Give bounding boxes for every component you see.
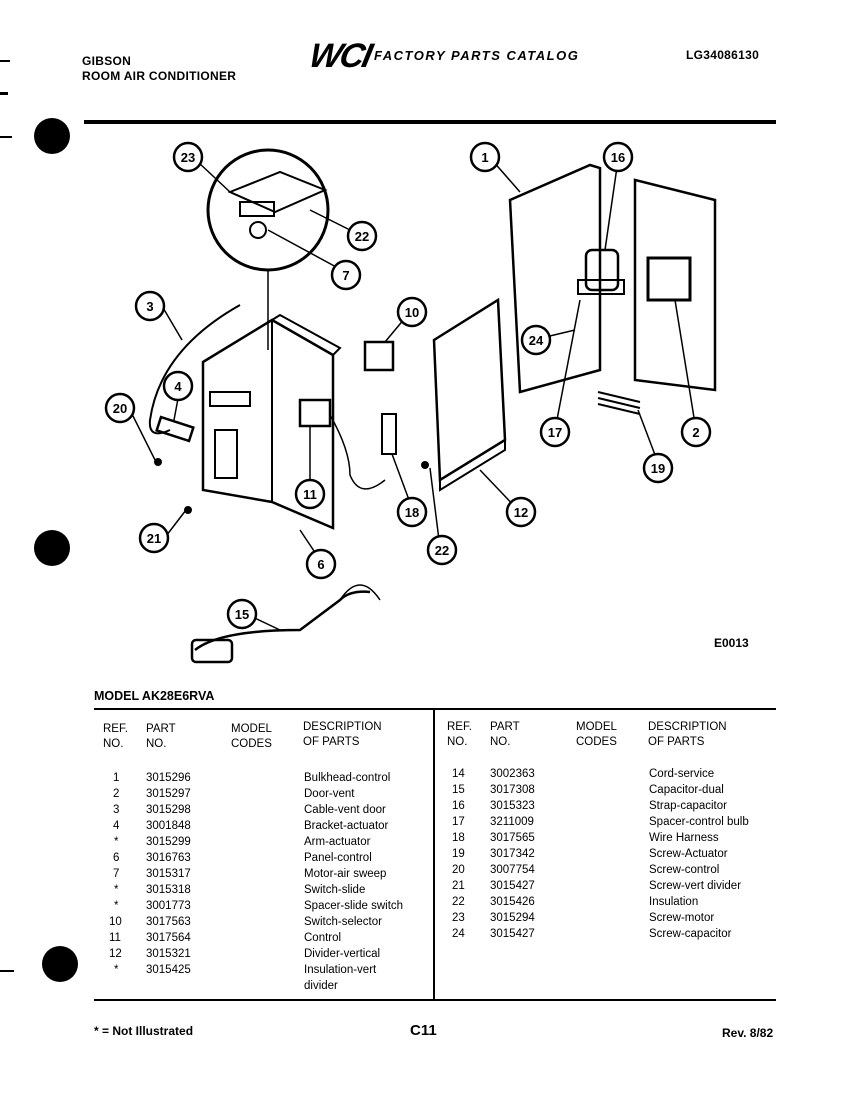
scan-mark bbox=[0, 60, 10, 62]
callout-4: 4 bbox=[174, 379, 182, 394]
callout-24: 24 bbox=[529, 333, 544, 348]
diagram-code: E0013 bbox=[714, 636, 749, 650]
vertical-divider bbox=[432, 297, 507, 483]
callout-20: 21 bbox=[147, 531, 161, 546]
header-ref-left: REF.NO. bbox=[103, 723, 128, 750]
exploded-parts-diagram: 23 22 7 3 4 20 21 6 11 10 18 22 12 1 16 … bbox=[104, 141, 717, 664]
callout-21: 22 bbox=[435, 543, 449, 558]
scan-mark bbox=[0, 92, 8, 95]
table-divider bbox=[433, 710, 435, 1000]
wci-logo: WCI bbox=[305, 37, 375, 75]
binder-hole bbox=[34, 530, 70, 566]
callout-11: 11 bbox=[303, 487, 317, 502]
table-bottom-rule bbox=[94, 999, 776, 1001]
table-top-rule bbox=[94, 708, 776, 710]
door-vent bbox=[633, 178, 717, 392]
callout-2: 2 bbox=[692, 425, 699, 440]
callout-17: 18 bbox=[405, 505, 419, 520]
callout-12: 12 bbox=[514, 505, 528, 520]
header-rule bbox=[84, 120, 776, 124]
brand-name: GIBSON bbox=[82, 54, 132, 68]
scan-mark bbox=[0, 136, 12, 138]
callout-18: 19 bbox=[651, 461, 665, 476]
callout-22: 22 bbox=[355, 229, 369, 244]
callout-23: 23 bbox=[181, 150, 195, 165]
binder-hole bbox=[34, 118, 70, 154]
callout-16: 17 bbox=[548, 425, 562, 440]
callout-3: 3 bbox=[146, 299, 153, 314]
header-ref-right: REF.NO. bbox=[447, 721, 472, 748]
bulkhead bbox=[508, 163, 602, 394]
catalog-number: LG34086130 bbox=[686, 48, 760, 62]
product-name: ROOM AIR CONDITIONER bbox=[82, 69, 237, 83]
callout-6: 6 bbox=[317, 557, 324, 572]
callout-1: 1 bbox=[481, 150, 488, 165]
callout-15: 16 bbox=[611, 150, 625, 165]
callout-14: 15 bbox=[235, 607, 249, 622]
scan-mark bbox=[0, 970, 14, 972]
page-number: C11 bbox=[410, 1022, 437, 1039]
model-label: MODEL AK28E6RVA bbox=[94, 689, 215, 703]
callout-10: 10 bbox=[405, 305, 419, 320]
catalog-title: FACTORY PARTS CATALOG bbox=[374, 48, 580, 63]
callout-7: 7 bbox=[342, 268, 349, 283]
not-illustrated-note: * = Not Illustrated bbox=[94, 1024, 194, 1038]
binder-hole bbox=[42, 946, 78, 982]
callout-19: 20 bbox=[113, 401, 127, 416]
revision-date: Rev. 8/82 bbox=[722, 1026, 774, 1040]
